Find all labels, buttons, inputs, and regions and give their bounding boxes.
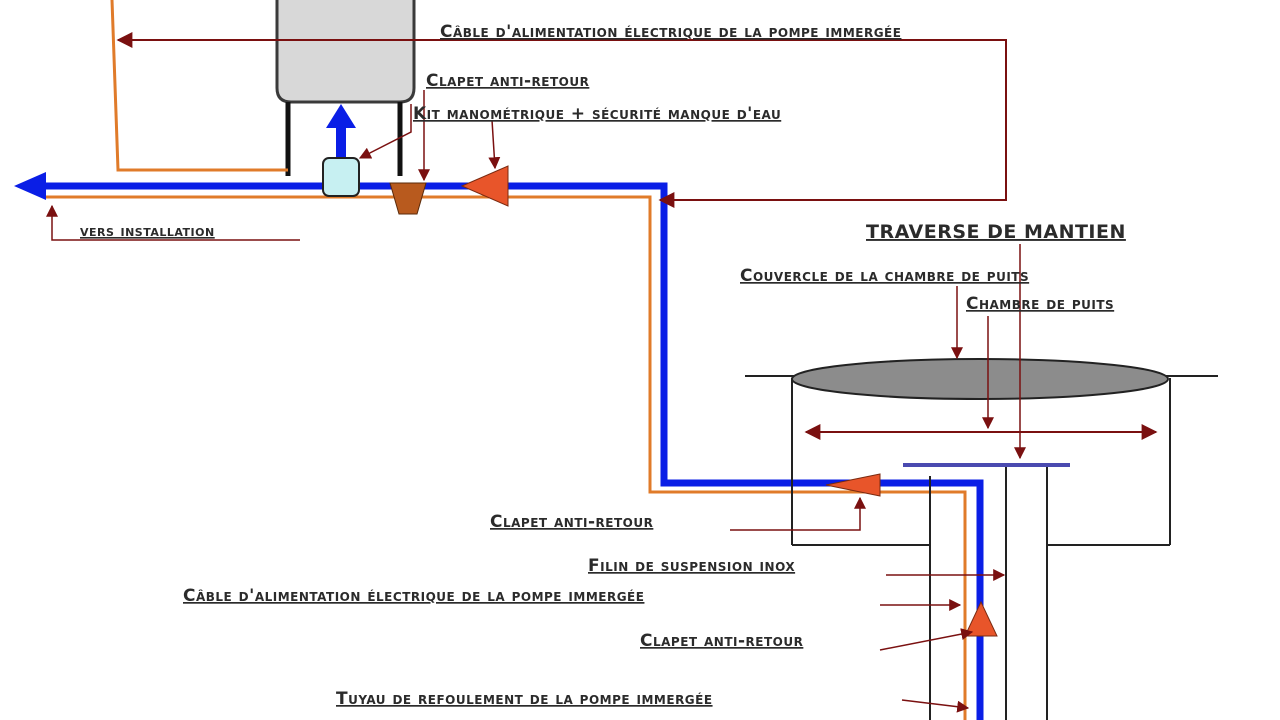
label-cable-top: Câble d'alimentation électrique de la po…	[440, 22, 901, 42]
label-chambre: Chambre de puits	[966, 294, 1114, 314]
power-cable-path	[124, 0, 276, 164]
label-traverse: TRAVERSE DE MANTIEN	[866, 221, 1126, 243]
well-chamber	[745, 358, 1218, 546]
label-couvercle: Couvercle de la chambre de puits	[740, 266, 1029, 286]
well-casing	[929, 466, 1048, 720]
supply-line-top	[116, 32, 1007, 208]
check-valve-bottom	[964, 600, 998, 637]
chamber-lid	[791, 358, 1169, 400]
manometer-kit	[389, 182, 427, 215]
label-clapet-top: Clapet anti-retour	[426, 71, 589, 91]
up-arrow	[326, 104, 356, 158]
pipe-outlet-arrow	[14, 172, 46, 200]
label-cable-bottom: Câble d'alimentation électrique de la po…	[183, 586, 644, 606]
check-valve-mid	[825, 473, 881, 497]
check-valve-top	[460, 165, 509, 207]
pressure-switch	[322, 157, 360, 197]
power-cable	[110, 0, 288, 172]
label-vers-installation: vers installation	[80, 221, 215, 240]
label-clapet-bottom: Clapet anti-retour	[640, 631, 803, 651]
label-kit-mano: Kit manométrique + sécurité manque d'eau	[413, 104, 781, 124]
label-tuyau: Tuyau de refoulement de la pompe immergé…	[336, 689, 713, 709]
leader-lines	[46, 90, 1026, 713]
label-clapet-mid: Clapet anti-retour	[490, 512, 653, 532]
label-filin: Filin de suspension inox	[588, 556, 795, 576]
